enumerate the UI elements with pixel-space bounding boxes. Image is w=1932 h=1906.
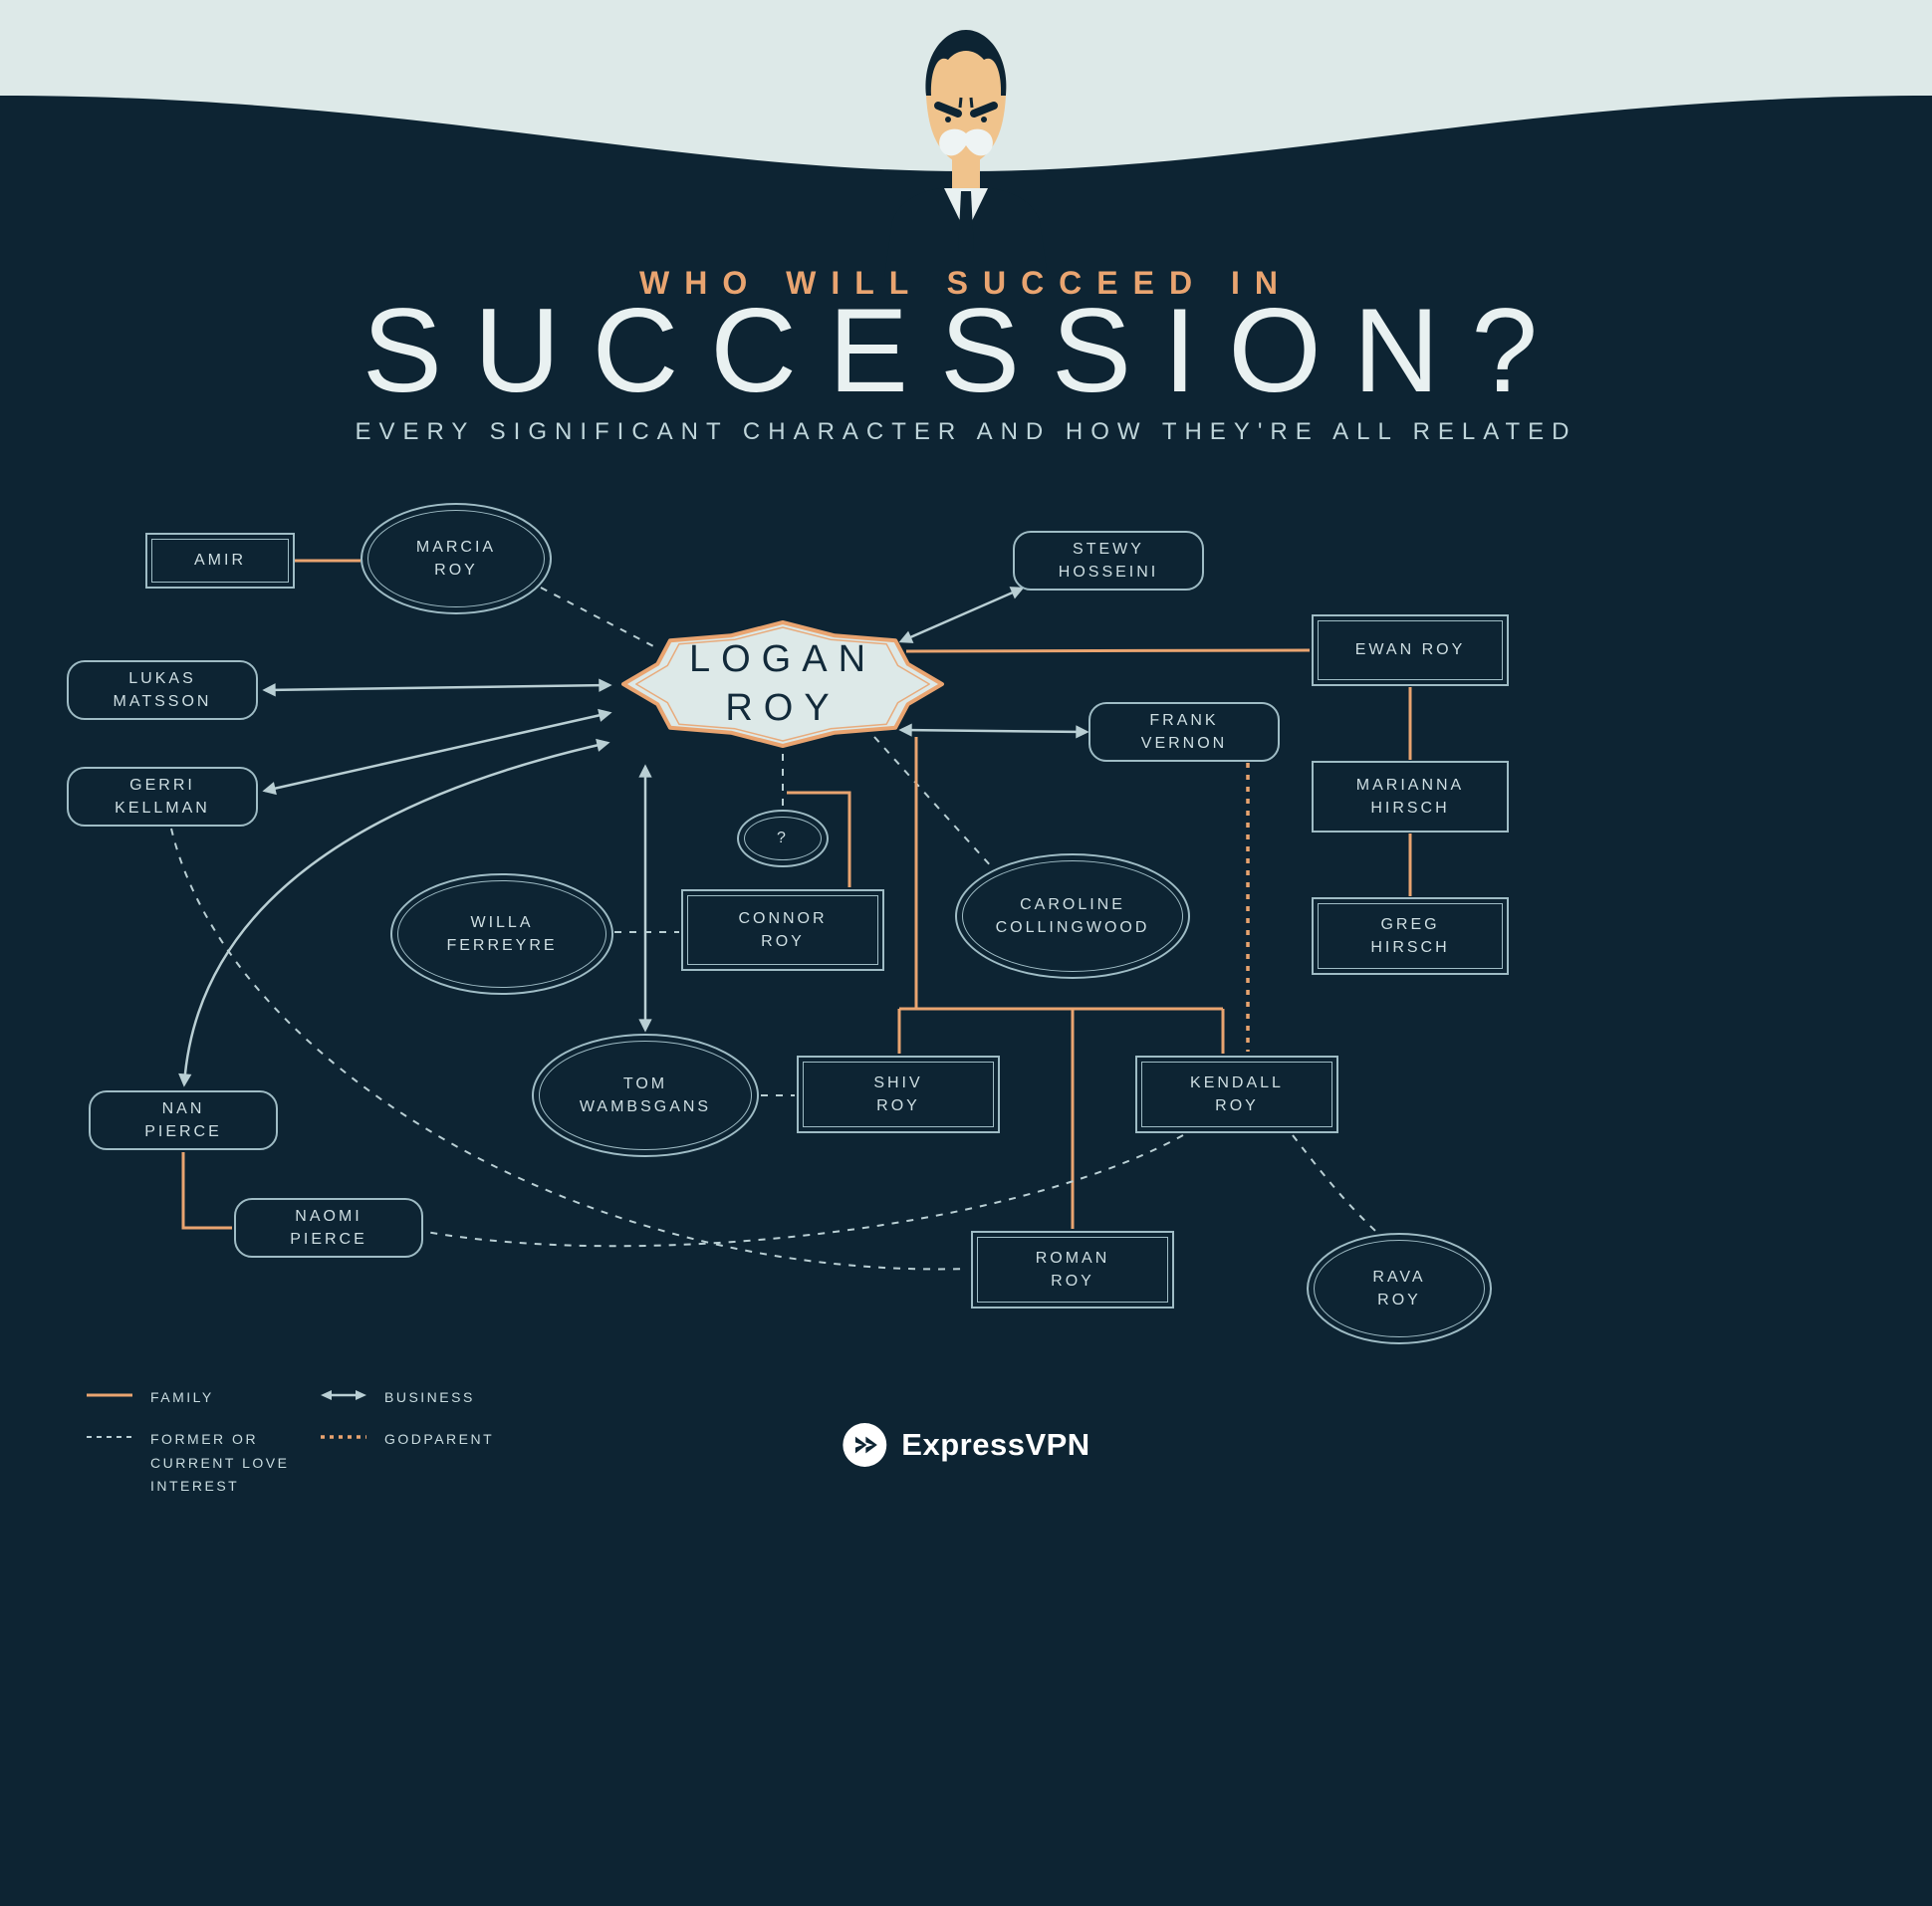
node-marcia: MARCIA ROY [361,503,552,614]
node-label: SHIV ROY [873,1073,923,1114]
node-connor: CONNOR ROY [681,889,884,971]
legend-item-love: FORMER OR CURRENT LOVE INTEREST [85,1428,319,1499]
node-greg: GREG HIRSCH [1312,897,1509,975]
node-lukas: LUKAS MATSSON [67,660,258,720]
node-label: ROMAN ROY [1035,1249,1110,1290]
legend-label: FAMILY [150,1389,214,1405]
legend-item-business: BUSINESS [319,1386,494,1410]
node-naomi: NAOMI PIERCE [234,1198,423,1258]
node-tom: TOM WAMBSGANS [532,1034,759,1157]
node-label: FRANK VERNON [1140,711,1228,752]
node-logan: LOGAN ROY [618,619,947,749]
node-gerri: GERRI KELLMAN [67,767,258,827]
logan-roy-illustration [884,30,1048,277]
node-label: CAROLINE COLLINGWOOD [995,895,1150,936]
page-title: SUCCESSION? [362,284,1570,417]
node-label: LOGAN ROY [688,637,877,729]
node-label: KENDALL ROY [1190,1073,1284,1114]
edge-logan-nan [178,738,610,1087]
logan-badge-shape [621,620,944,748]
edge-roy-children [897,737,1225,1229]
node-label: GREG HIRSCH [1370,915,1450,956]
legend: FAMILY BUSINESS FORMER OR CURRENT LOVE I… [85,1386,494,1499]
expressvpn-logo-icon [843,1423,887,1467]
brand-wordmark: ExpressVPN [901,1427,1090,1462]
legend-item-godparent: GODPARENT [319,1428,494,1499]
godparent-line-swatch [321,1435,366,1439]
node-caroline: CAROLINE COLLINGWOOD [955,853,1190,979]
edge-kendall-rava [1292,1134,1387,1242]
node-kendall: KENDALL ROY [1135,1056,1338,1133]
legend-label: FORMER OR CURRENT LOVE INTEREST [150,1430,290,1495]
node-label: AMIR [194,552,246,570]
business-arrow-swatch [321,1390,366,1400]
edge-unknown-connor [787,791,851,887]
node-roman: ROMAN ROY [971,1231,1174,1309]
node-label: WILLA FERREYRE [446,913,558,954]
node-label: TOM WAMBSGANS [579,1074,712,1115]
node-label: GERRI KELLMAN [115,776,210,817]
kicker-text: WHO WILL SUCCEED IN [639,265,1293,301]
node-label: MARIANNA HIRSCH [1355,776,1465,817]
node-rava: RAVA ROY [1307,1233,1492,1344]
node-shiv: SHIV ROY [797,1056,1000,1133]
node-label: LUKAS MATSSON [113,669,212,710]
node-label: CONNOR ROY [738,909,828,950]
node-amir: AMIR [145,533,295,589]
node-label: NAOMI PIERCE [290,1207,367,1248]
legend-label: BUSINESS [384,1389,475,1405]
node-nan: NAN PIERCE [89,1090,278,1150]
node-label: EWAN ROY [1354,641,1466,659]
edge-lukas-logan [262,678,612,697]
edge-logan-stewy [898,587,1025,643]
edge-kendall-naomi [425,1134,1184,1248]
subtitle-text: EVERY SIGNIFICANT CHARACTER AND HOW THEY… [355,418,1577,445]
node-unknown: ? [737,810,829,867]
node-marianna: MARIANNA HIRSCH [1312,761,1509,833]
node-label: ? [777,830,789,847]
legend-label: GODPARENT [384,1430,495,1447]
node-frank: FRANK VERNON [1088,702,1280,762]
edge-logan-frank [898,723,1089,739]
node-ewan: EWAN ROY [1312,614,1509,686]
node-label: RAVA ROY [1372,1268,1426,1309]
edge-marcia-logan [540,587,660,650]
node-label: STEWY HOSSEINI [1058,540,1159,581]
node-stewy: STEWY HOSSEINI [1013,531,1204,591]
node-willa: WILLA FERREYRE [390,873,613,995]
brand-footer: ExpressVPN [842,1422,1089,1468]
edge-logan-ewan [905,648,1311,653]
family-line-swatch [87,1393,132,1397]
legend-item-family: FAMILY [85,1386,319,1410]
edge-nan-naomi [181,1152,232,1230]
love-interest-line-swatch [87,1435,132,1438]
node-label: NAN PIERCE [144,1099,222,1140]
node-label: MARCIA ROY [415,538,497,579]
